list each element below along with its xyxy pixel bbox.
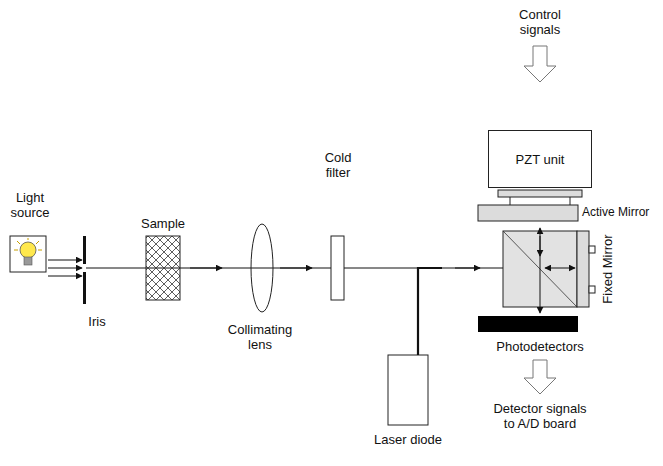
part-label: Fixed Mirror	[601, 234, 616, 303]
signal-label: Control signals	[509, 8, 571, 38]
photodetector-bar	[478, 316, 578, 332]
control-arrow	[524, 46, 556, 82]
fixed-mirror	[577, 231, 595, 307]
part-label: Photodetectors	[496, 340, 583, 355]
part-label: Iris	[88, 315, 105, 330]
filter-plate	[331, 236, 344, 300]
signal-label: Detector signals to A/D board	[487, 402, 593, 432]
light-source-icon	[10, 236, 46, 272]
pzt-unit-box: PZT unit	[488, 130, 592, 188]
part-label: Sample	[141, 217, 185, 232]
sample-holder	[146, 236, 180, 300]
laser-diode-symbol	[388, 268, 442, 425]
part-label: Cold filter	[316, 151, 360, 181]
signal-arrow	[524, 360, 556, 394]
part-label: Light source	[3, 191, 57, 221]
active-mirror-assembly	[478, 190, 582, 221]
box-label: PZT unit	[516, 152, 565, 167]
beam-splitter-cube	[503, 228, 577, 313]
part-label: Collimating lens	[218, 323, 302, 353]
iris-symbol	[83, 236, 86, 304]
input-rays	[48, 260, 82, 276]
lens-symbol	[251, 224, 273, 312]
part-label: Active Mirror	[582, 206, 649, 220]
part-label: Laser diode	[374, 433, 442, 448]
